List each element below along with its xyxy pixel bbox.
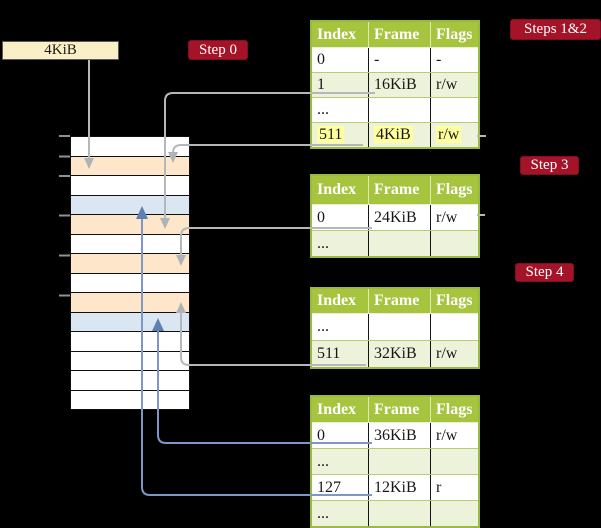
- table-header-row: Index Frame Flags: [312, 289, 478, 313]
- cell-flags: [431, 98, 478, 122]
- cell-frame: -: [369, 48, 431, 72]
- column-header-frame: Frame: [369, 176, 431, 204]
- cell-flags: r/w: [436, 209, 458, 226]
- column-header-flags: Flags: [436, 401, 473, 418]
- cell-index: ...: [312, 314, 369, 340]
- column-header-index: Index: [312, 289, 369, 313]
- table-row: 127 12KiB r: [312, 474, 478, 500]
- table-header-row: Index Frame Flags: [312, 22, 478, 47]
- cell-frame: [369, 501, 431, 526]
- memory-row-13: [71, 390, 189, 409]
- table-row: ...: [312, 448, 478, 474]
- memory-address-ticks: [59, 135, 70, 297]
- cell-index: 1: [312, 73, 369, 97]
- cell-index: ...: [312, 449, 369, 474]
- cell-flags: [431, 449, 478, 474]
- cell-index: 127: [312, 475, 369, 500]
- column-header-flags: Flags: [436, 26, 473, 43]
- memory-row-5: [71, 234, 189, 254]
- column-header-index: Index: [312, 176, 369, 204]
- memory-row-3: [71, 195, 189, 215]
- column-header-flags: Flags: [436, 292, 473, 309]
- cell-index: 511: [312, 123, 369, 147]
- cell-frame: [369, 314, 431, 340]
- cell-frame: 12KiB: [369, 475, 431, 500]
- table-row: ...: [312, 500, 478, 526]
- table-row: 0 24KiB r/w: [312, 204, 478, 230]
- cell-frame: [369, 231, 431, 256]
- table-row: ...: [312, 230, 478, 256]
- cell-frame: [369, 98, 431, 122]
- memory-row-4: [71, 215, 189, 235]
- step-0-label: Step 0: [188, 40, 248, 60]
- memory-row-9: [71, 312, 189, 332]
- cell-frame: 36KiB: [369, 423, 431, 448]
- cell-flags: r/w: [431, 123, 478, 147]
- memory-row-10: [71, 332, 189, 352]
- highlighted-value: r/w: [436, 126, 462, 143]
- table-row: ...: [312, 97, 478, 122]
- cell-frame: [369, 449, 431, 474]
- memory-row-12: [71, 371, 189, 391]
- memory-row-8: [71, 293, 189, 313]
- table-row: 1 16KiB r/w: [312, 72, 478, 97]
- table-row: 0 - -: [312, 47, 478, 72]
- cell-flags: r: [436, 479, 442, 496]
- cell-flags: -: [436, 51, 442, 68]
- column-header-frame: Frame: [369, 397, 431, 422]
- steps-1-2-label: Steps 1&2: [510, 19, 601, 40]
- cell-flags: [431, 314, 478, 340]
- physical-memory-column: [70, 136, 190, 410]
- cell-frame: 16KiB: [369, 73, 431, 97]
- highlighted-value: 511: [317, 126, 345, 143]
- column-header-flags: Flags: [436, 181, 473, 198]
- page-table-final-level: Index Frame Flags 0 36KiB r/w ... 127 12…: [310, 395, 480, 528]
- cell-index: 0: [312, 48, 369, 72]
- page-table-steps-1-2: Index Frame Flags 0 - - 1 16KiB r/w ... …: [310, 20, 480, 149]
- memory-row-6: [71, 254, 189, 274]
- cell-index: ...: [312, 231, 369, 256]
- step-4-label: Step 4: [515, 263, 574, 282]
- table-row-highlighted: 511 4KiB r/w: [312, 122, 478, 147]
- table-header-row: Index Frame Flags: [312, 176, 478, 204]
- cell-flags: r/w: [436, 76, 458, 93]
- cell-flags: r/w: [436, 427, 458, 444]
- table-row: 511 32KiB r/w: [312, 340, 478, 367]
- memory-row-11: [71, 351, 189, 371]
- cell-flags: [431, 501, 478, 526]
- memory-row-7: [71, 273, 189, 293]
- highlighted-value: 4KiB: [374, 126, 413, 143]
- column-header-index: Index: [312, 22, 369, 47]
- cell-index: 511: [312, 341, 369, 367]
- cell-frame: 24KiB: [369, 205, 431, 230]
- cell-frame: 32KiB: [369, 341, 431, 367]
- step-3-label: Step 3: [520, 156, 579, 175]
- cell-index: 0: [312, 205, 369, 230]
- cell-index: ...: [312, 98, 369, 122]
- memory-row-1: [71, 156, 189, 176]
- cell-flags: [431, 231, 478, 256]
- column-header-index: Index: [312, 397, 369, 422]
- cell-index: ...: [312, 501, 369, 526]
- page-table-step-3: Index Frame Flags 0 24KiB r/w ...: [310, 174, 480, 258]
- column-header-frame: Frame: [369, 22, 431, 47]
- table-row: ...: [312, 313, 478, 340]
- memory-row-0: [71, 137, 189, 157]
- frame-address-box: 4KiB: [2, 41, 119, 60]
- table-row: 0 36KiB r/w: [312, 422, 478, 448]
- table-header-row: Index Frame Flags: [312, 397, 478, 422]
- memory-row-2: [71, 176, 189, 196]
- cell-index: 0: [312, 423, 369, 448]
- cell-frame: 4KiB: [369, 123, 431, 147]
- frame-address-label: 4KiB: [44, 42, 77, 58]
- cell-flags: r/w: [436, 345, 458, 362]
- column-header-frame: Frame: [369, 289, 431, 313]
- page-table-step-4: Index Frame Flags ... 511 32KiB r/w: [310, 287, 480, 369]
